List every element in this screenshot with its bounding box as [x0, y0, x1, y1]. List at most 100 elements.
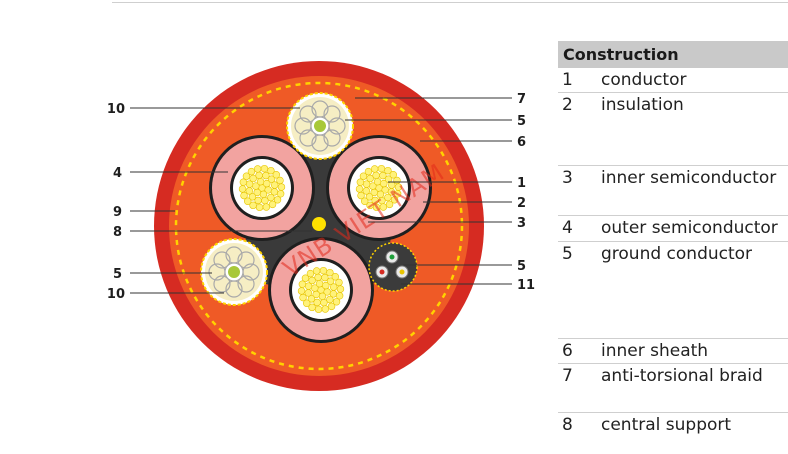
conductor-strand: [362, 187, 371, 195]
conductor-strand: [318, 292, 327, 301]
conductor-strand: [380, 179, 388, 188]
power-core: [268, 237, 374, 343]
conductor-strand: [313, 298, 321, 307]
legend-number: 7: [562, 366, 573, 386]
legend-row: 3 inner semiconductor: [558, 166, 788, 216]
conductor-strand: [276, 190, 285, 198]
conductor-strand: [320, 298, 328, 307]
conductor-strand: [321, 305, 330, 313]
conductor-strand: [370, 165, 379, 173]
leader-lines: [130, 97, 512, 294]
ground-strand-bundle: [299, 129, 317, 147]
conductor-strand: [384, 166, 392, 175]
conductor-strand: [357, 191, 365, 200]
conductor-strand: [260, 164, 269, 173]
conductor-strand: [254, 196, 262, 205]
pilot-core: [368, 242, 418, 292]
conductor-strand: [270, 181, 279, 189]
ground-strand-bundle: [237, 251, 255, 269]
legend-label: central support: [601, 415, 732, 435]
callout-3: 3: [517, 216, 526, 231]
conductor-strand: [326, 277, 335, 285]
conductor-strand: [322, 281, 330, 290]
legend-label: inner semiconductor: [601, 168, 777, 188]
conductor-strand: [327, 302, 336, 311]
legend-number: 1: [562, 70, 573, 90]
conductor-strand: [238, 185, 247, 193]
conductor-strand: [259, 190, 268, 199]
conductor-strand: [389, 171, 398, 179]
conductor-strand: [314, 305, 323, 314]
conductor-strand: [255, 171, 263, 180]
conductor-strand: [315, 279, 324, 288]
legend-number: 4: [562, 218, 573, 238]
construction-legend: Construction 1 conductor 2 insulation 3 …: [558, 41, 788, 443]
conductor-strand: [256, 177, 265, 186]
conductor-strand: [242, 172, 251, 180]
legend-number: 5: [562, 244, 573, 264]
legend-label: conductor: [601, 70, 687, 90]
ground-strand-bundle: [299, 105, 317, 123]
conductor-strand: [302, 299, 311, 307]
legend-label: outer semiconductor: [601, 218, 778, 238]
callout-6: 6: [517, 135, 526, 150]
callout-9: 9: [113, 205, 122, 220]
conductor-strand: [248, 193, 257, 201]
conductor-strand: [371, 196, 379, 205]
callout-5-right-lower: 5: [517, 259, 526, 274]
conductor-strand: [267, 193, 275, 202]
conductor-strand: [249, 174, 257, 183]
ground-center-element: [228, 266, 240, 278]
conductor-strand: [390, 196, 399, 204]
conductor-strand: [247, 167, 256, 176]
conductor-strand: [272, 171, 281, 179]
conductor-strand: [297, 287, 306, 295]
conductor-strand: [307, 295, 316, 303]
conductor-strand: [262, 171, 270, 180]
conductor-strand: [245, 187, 254, 195]
conductor-strand: [384, 193, 392, 202]
ground-conductor: [200, 238, 268, 306]
conductor-strand: [377, 164, 386, 173]
conductor-strand: [360, 197, 369, 205]
conductor-strand: [335, 278, 343, 287]
legend-row: 8 central support: [558, 413, 788, 443]
conductor-strand: [263, 179, 271, 188]
conductor-strand: [298, 280, 307, 288]
conductor-strand: [331, 273, 340, 281]
conductor-strand: [308, 303, 316, 312]
conductor-strand: [366, 201, 374, 210]
ground-conductor: [286, 92, 354, 160]
conductor-strand: [326, 295, 334, 304]
top-divider: [112, 2, 788, 3]
callout-10-lower: 10: [107, 287, 125, 302]
conductor-strand: [267, 175, 276, 183]
conductor-strand: [326, 268, 334, 277]
conductor-strand: [372, 171, 380, 180]
conductor-strand: [319, 266, 328, 275]
conductor-strand: [379, 171, 387, 180]
legend-label: ground conductor: [601, 244, 753, 264]
legend-number: 6: [562, 341, 573, 361]
conductor-strand: [255, 203, 264, 212]
ground-strand-bundle: [323, 105, 341, 123]
conductor-strand: [364, 167, 373, 176]
legend-number: 8: [562, 415, 573, 435]
legend-label: anti-torsional braid: [601, 366, 763, 386]
conductor-strand: [268, 200, 277, 209]
conductor-strand: [385, 200, 394, 209]
legend-label: insulation: [601, 95, 684, 115]
legend-number: 3: [562, 168, 573, 188]
callout-5-left: 5: [113, 267, 122, 282]
conductor-strand: [336, 285, 345, 293]
conductor-strand: [239, 178, 248, 186]
conductor-strand: [261, 196, 269, 205]
legend-row: 5 ground conductor: [558, 242, 788, 339]
conductor-strand: [243, 197, 252, 205]
conductor-strand: [276, 176, 284, 185]
conductor-strand: [273, 196, 282, 204]
callout-5-right-upper: 5: [517, 114, 526, 129]
legend-title: Construction: [558, 41, 788, 68]
callout-1: 1: [517, 176, 526, 191]
conductor-strand: [314, 273, 322, 282]
